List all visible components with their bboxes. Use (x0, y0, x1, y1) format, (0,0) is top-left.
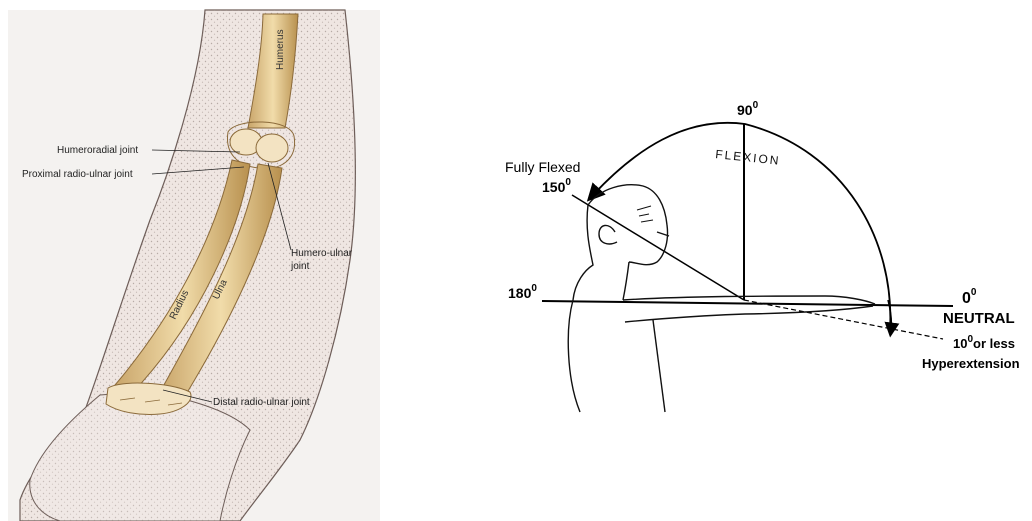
distal-radioulnar-joint-label: Distal radio-ulnar joint (213, 397, 310, 408)
proximal-radioulnar-joint-label: Proximal radio-ulnar joint (22, 169, 133, 180)
trochlea (256, 134, 288, 162)
carpal-bones (106, 383, 191, 414)
humeroradial-joint-label: Humeroradial joint (57, 145, 138, 156)
humerus-label: Humerus (275, 29, 286, 70)
forearm-anatomy-illustration: Humerus Radius Ulna Humeroradial joint P… (0, 0, 385, 521)
hyperextension-label: Hyperextension (922, 356, 1020, 371)
angle-0-label: 00 (962, 287, 977, 307)
fully-flexed-label: Fully Flexed (505, 159, 580, 175)
humeroulnar-joint-label-line2: joint (290, 261, 310, 272)
flexion-label: FLEXION (715, 147, 781, 168)
person-figure (568, 185, 875, 412)
extension-baseline (542, 301, 953, 306)
neutral-label: NEUTRAL (943, 310, 1015, 327)
humeroulnar-joint-label: Humero-ulnar (291, 248, 353, 259)
elbow-range-of-motion-diagram: 900 FLEXION Fully Flexed 1500 1800 00 NE… (385, 0, 1032, 521)
angle-150-label: 1500 (542, 177, 571, 195)
angle-90-label: 900 (737, 100, 759, 118)
hyperextension-angle-label: 100or less (953, 334, 1015, 351)
flexion-150-line (572, 195, 744, 300)
angle-180-label: 1800 (508, 283, 537, 301)
